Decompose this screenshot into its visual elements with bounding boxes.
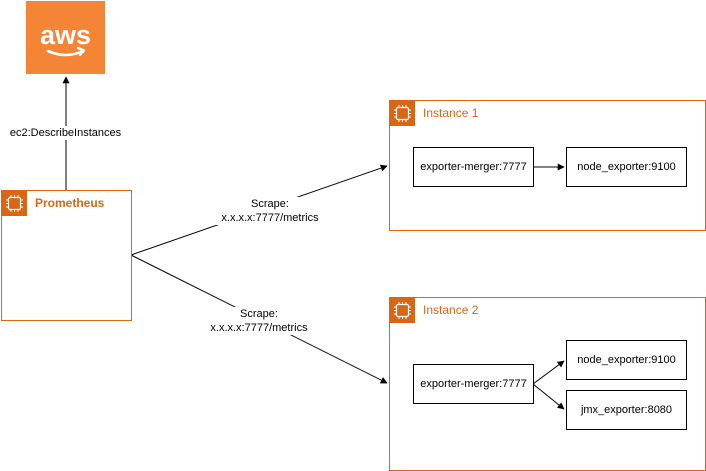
scrape-label-1-line-2: x.x.x.x:7777/metrics xyxy=(221,212,319,224)
describe-instances-text: ec2:DescribeInstances xyxy=(9,127,122,139)
instance-1-exporter-merger: exporter-merger:7777 xyxy=(413,147,534,187)
instance-1-label: Instance 1 xyxy=(423,106,479,120)
instance-2-exporter-merger: exporter-merger:7777 xyxy=(413,364,534,404)
chip-icon xyxy=(390,101,415,126)
aws-logo-text: aws xyxy=(40,20,91,50)
instance-2-label: Instance 2 xyxy=(423,303,479,317)
scrape-label-2: Scrape: x.x.x.x:7777/metrics xyxy=(194,307,324,335)
instance-1-node-exporter: node_exporter:9100 xyxy=(566,147,687,187)
chip-icon xyxy=(390,298,415,323)
merger-to-jmx-arrow xyxy=(532,383,565,410)
describe-instances-label: ec2:DescribeInstances xyxy=(0,126,131,140)
prometheus-label: Prometheus xyxy=(35,196,105,210)
instance-2-node-exporter: node_exporter:9100 xyxy=(566,340,687,380)
scrape-label-2-line-1: Scrape: xyxy=(240,308,278,320)
chip-icon xyxy=(2,191,27,216)
scrape-label-1-line-1: Scrape: xyxy=(251,198,289,210)
aws-logo: aws xyxy=(26,1,105,74)
prometheus-group: Prometheus xyxy=(1,190,132,321)
merger-to-node-arrow-2 xyxy=(532,360,565,385)
scrape-label-1: Scrape: x.x.x.x:7777/metrics xyxy=(205,197,335,225)
instance-2-jmx-exporter: jmx_exporter:8080 xyxy=(566,390,687,430)
scrape-label-2-line-2: x.x.x.x:7777/metrics xyxy=(210,322,308,334)
